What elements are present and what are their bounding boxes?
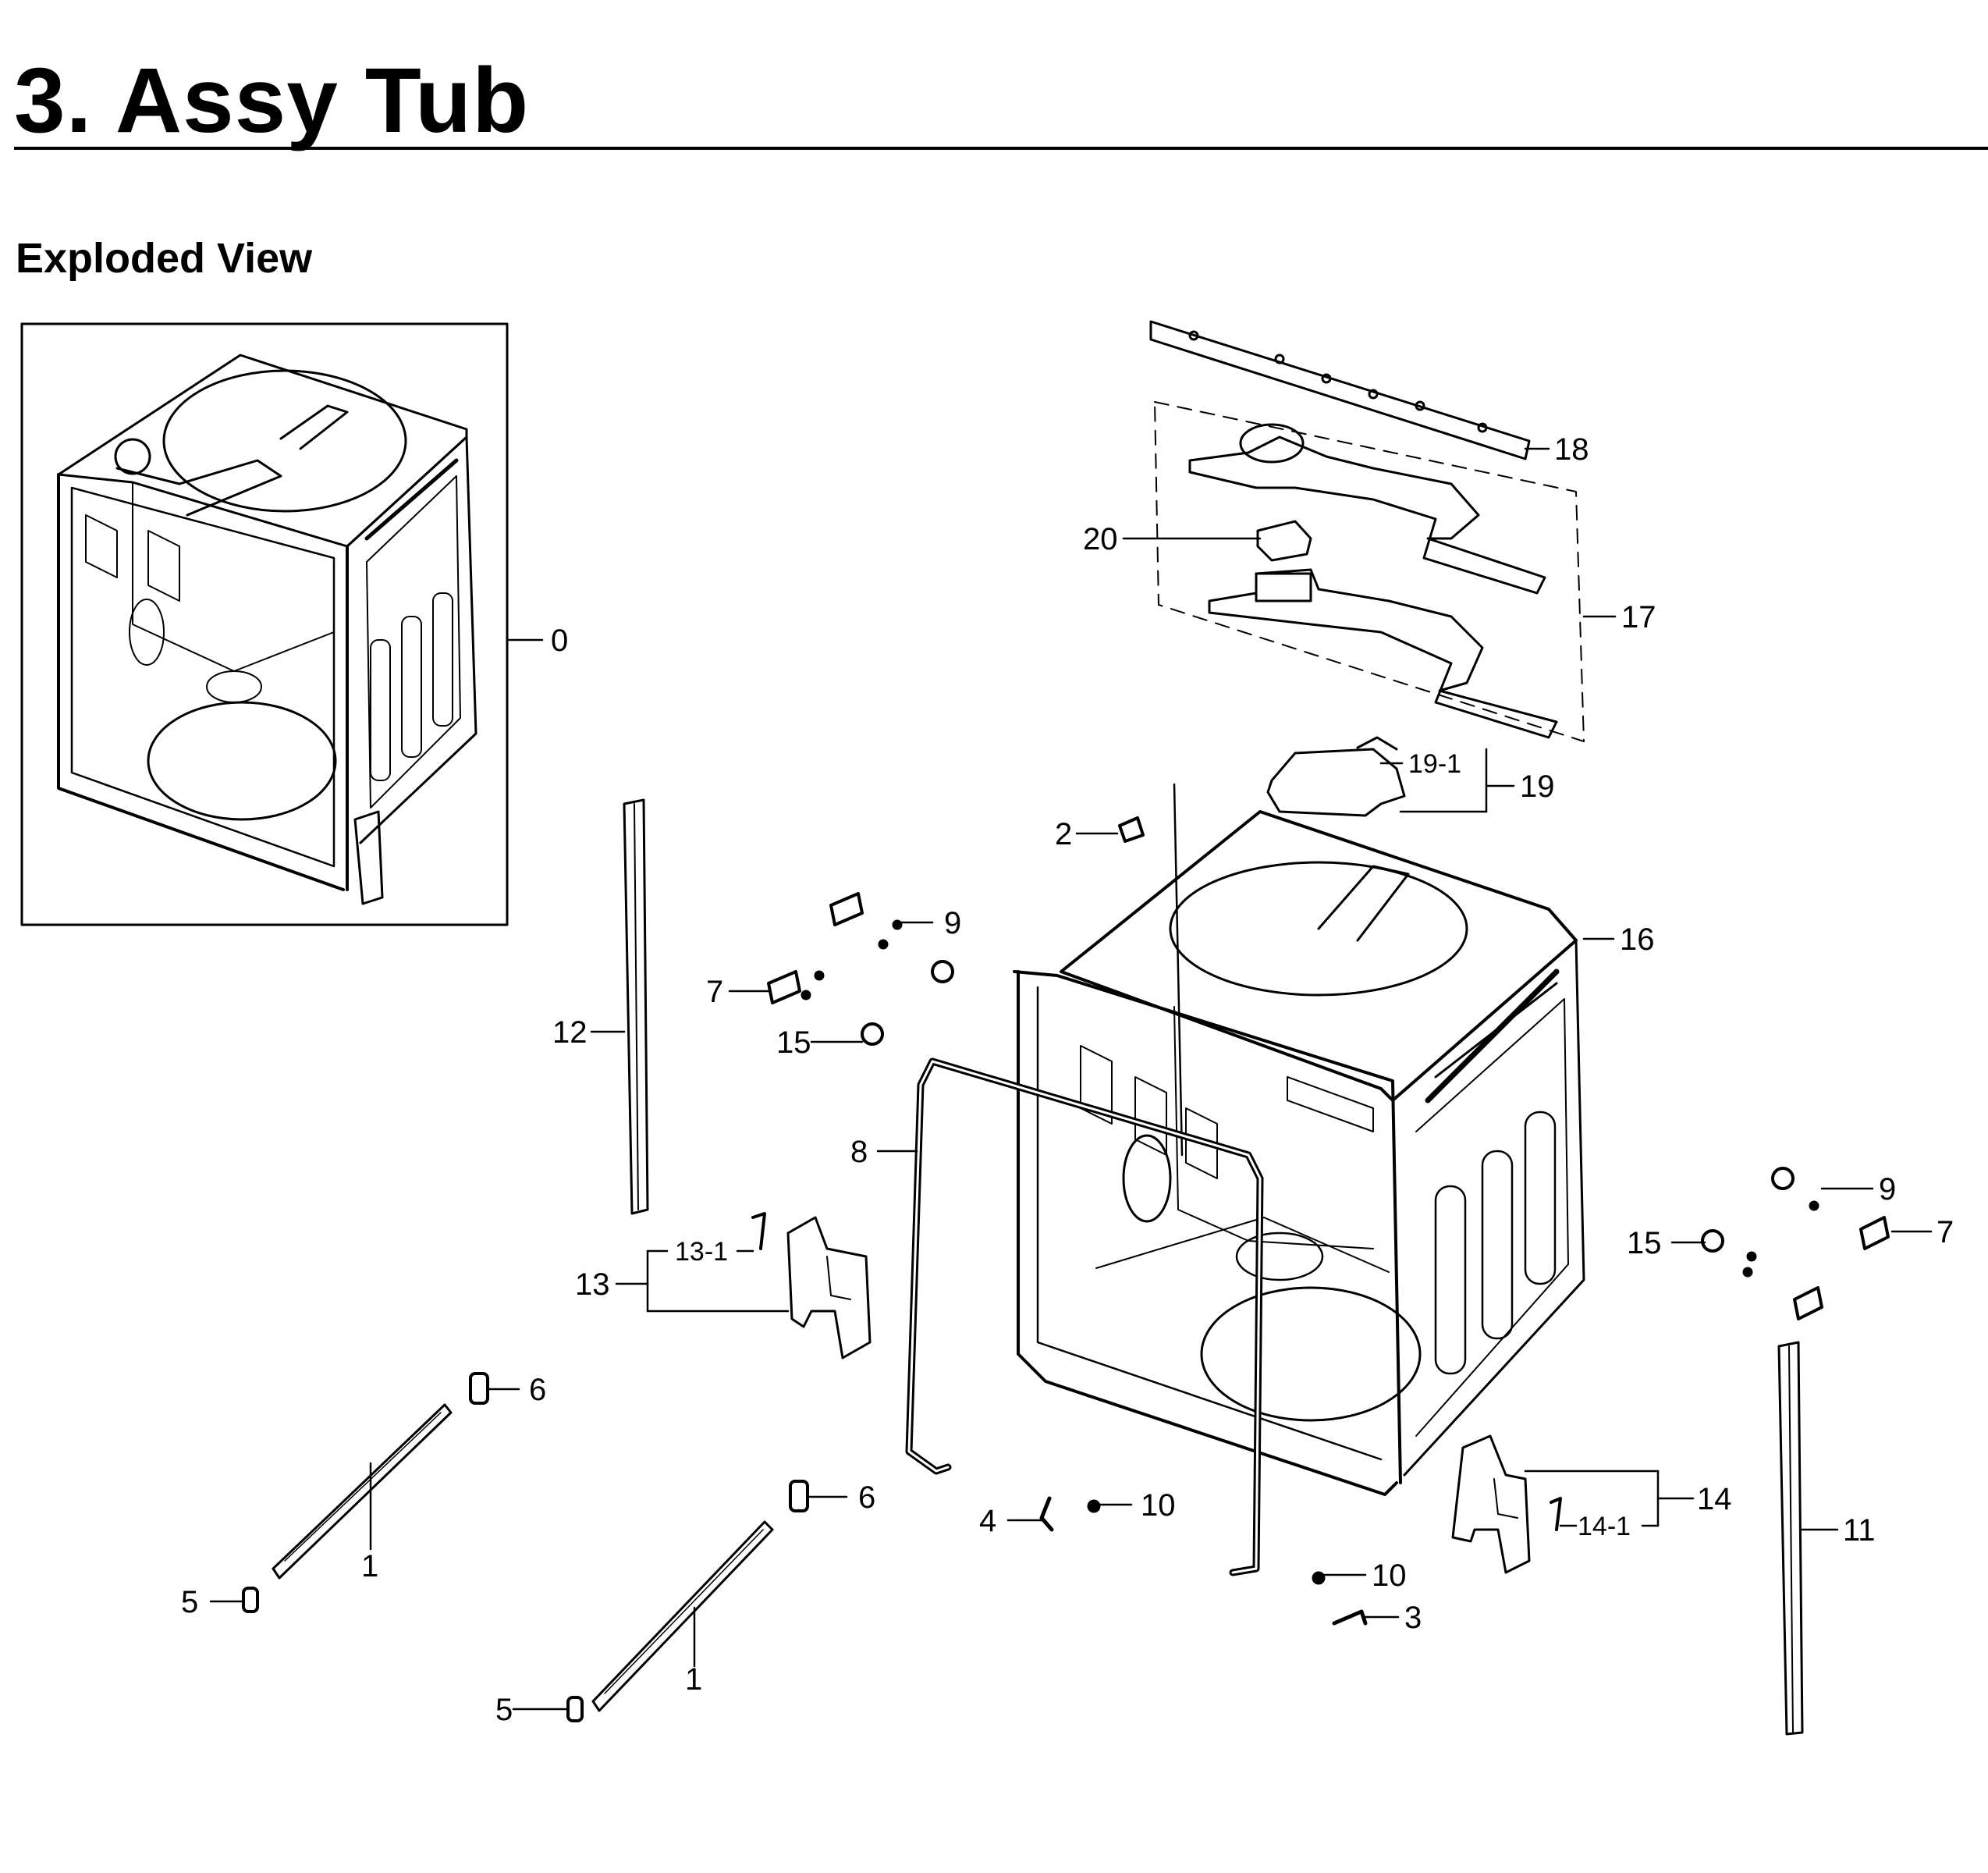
callout-5-lower: 5 (495, 1693, 513, 1727)
callout-13: 13 (575, 1267, 610, 1302)
callout-7-left: 7 (706, 975, 723, 1009)
part-17-spray-arm-assembly (1154, 401, 1585, 742)
callout-1-upper: 1 (361, 1549, 378, 1583)
callout-2: 2 (1055, 817, 1072, 851)
leader-lines (209, 447, 1933, 1711)
callout-19: 19 (1520, 769, 1555, 804)
part-4 (1039, 1496, 1054, 1532)
assembled-tub-inset (20, 322, 509, 926)
part-12-left-rail (623, 798, 649, 1215)
callout-9-right: 9 (1879, 1172, 1896, 1207)
part-1-slide-rail-upper (272, 1403, 453, 1580)
callout-13-1: 13-1 (675, 1237, 728, 1267)
part-7-right-pair (1742, 1216, 1890, 1320)
part-6-lower (789, 1480, 809, 1512)
callout-1-lower: 1 (685, 1662, 702, 1697)
part-13-hinge-bracket (751, 1212, 872, 1359)
callout-20: 20 (1083, 522, 1118, 556)
part-8-gasket (905, 1057, 1264, 1576)
callout-4: 4 (979, 1504, 996, 1538)
part-6-upper (469, 1372, 489, 1405)
callout-3: 3 (1404, 1601, 1422, 1635)
callout-8: 8 (850, 1135, 868, 1169)
part-2-clip (1118, 783, 1184, 1157)
callout-18: 18 (1554, 432, 1589, 467)
part-16-tub (1013, 810, 1585, 1496)
part-7-left-pair (767, 892, 864, 1004)
callout-0: 0 (551, 624, 568, 658)
callout-15-right: 15 (1627, 1226, 1662, 1260)
page-title: 3. Assy Tub (14, 49, 530, 152)
part-9-left (878, 919, 903, 950)
callout-5-upper: 5 (181, 1585, 198, 1619)
callout-19-1: 19-1 (1408, 749, 1461, 779)
callout-14-1: 14-1 (1578, 1512, 1631, 1541)
part-15-left-pair (861, 960, 954, 1046)
part-3 (1332, 1609, 1368, 1626)
callout-6-lower: 6 (858, 1480, 875, 1515)
part-1-slide-rail-lower (591, 1520, 774, 1712)
callout-16: 16 (1620, 922, 1655, 957)
part-19-connector (1266, 736, 1406, 817)
callout-9-left: 9 (944, 906, 961, 940)
part-9-right (1809, 1200, 1819, 1211)
part-14-hinge-bracket (1451, 1434, 1562, 1574)
callout-15-left: 15 (776, 1025, 811, 1060)
part-11-right-rail (1777, 1341, 1804, 1736)
part-10-lower (1312, 1571, 1326, 1585)
callout-14: 14 (1697, 1482, 1732, 1516)
callout-10-upper: 10 (1141, 1488, 1176, 1523)
callout-17: 17 (1621, 600, 1656, 634)
callout-7-right: 7 (1937, 1215, 1954, 1249)
callout-11: 11 (1843, 1513, 1876, 1548)
part-5-upper (242, 1587, 259, 1613)
part-20-hub (1256, 520, 1312, 562)
title-rule (14, 147, 1988, 150)
callout-labels: 0 18 20 17 19-1 19 2 16 9 7 15 12 8 13-1… (181, 432, 1954, 1727)
part-18-top-bracket (1149, 320, 1531, 460)
part-10-upper (1087, 1499, 1101, 1513)
callout-12: 12 (552, 1015, 588, 1050)
part-5-lower (566, 1696, 584, 1722)
callout-6-upper: 6 (529, 1373, 546, 1407)
part-15-right-pair (1701, 1167, 1795, 1253)
section-heading: Exploded View (16, 235, 313, 282)
callout-10-lower: 10 (1372, 1558, 1407, 1593)
